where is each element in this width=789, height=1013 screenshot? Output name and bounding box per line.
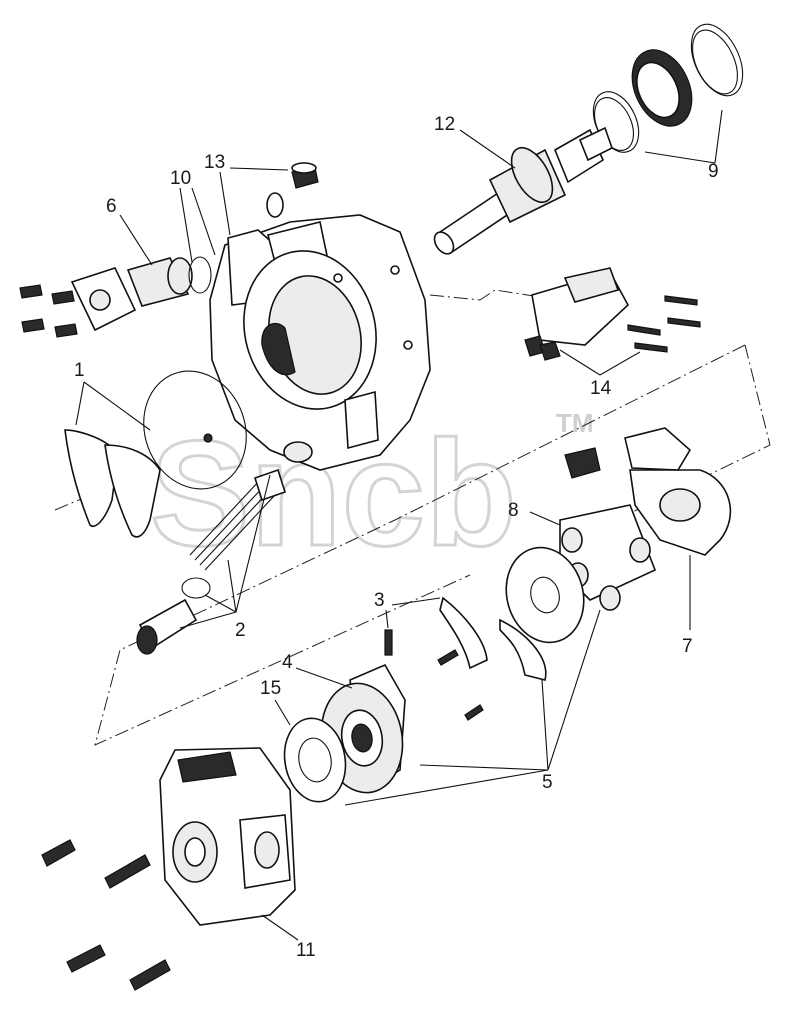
callout-9: 9 xyxy=(708,161,719,182)
callout-14: 14 xyxy=(590,378,612,399)
callout-15: 15 xyxy=(260,678,281,699)
watermark-trademark: TM xyxy=(556,408,594,438)
part-14-valve-block xyxy=(524,267,701,361)
callout-labels: 1 2 3 4 5 6 7 8 9 10 11 12 13 14 15 xyxy=(74,114,719,961)
part-7-swash-plate xyxy=(564,427,732,556)
part-9-seal-and-rings xyxy=(592,23,744,153)
callout-3: 3 xyxy=(374,590,385,611)
part-3-slipper-plate xyxy=(384,596,488,721)
part-2-spring-piston xyxy=(136,468,286,655)
part-8-pistons xyxy=(559,504,657,611)
callout-2: 2 xyxy=(235,620,246,641)
part-11-end-cover xyxy=(41,747,296,991)
part-13-plug xyxy=(291,162,319,189)
part-5-plates xyxy=(499,546,585,681)
part-12-drive-shaft xyxy=(433,126,613,255)
leader-lines xyxy=(75,109,723,941)
callout-8: 8 xyxy=(508,500,519,521)
callout-13: 13 xyxy=(204,152,225,173)
callout-12: 12 xyxy=(434,114,455,135)
part-1-bearing-shells xyxy=(64,370,247,538)
callout-5: 5 xyxy=(542,772,553,793)
pump-housing xyxy=(209,192,431,471)
callout-6: 6 xyxy=(106,196,117,217)
callout-11: 11 xyxy=(296,940,316,961)
part-15-valve-plate xyxy=(283,717,347,803)
callout-1: 1 xyxy=(74,360,85,381)
callout-7: 7 xyxy=(682,636,693,657)
callout-10: 10 xyxy=(170,168,191,189)
part-6-cover xyxy=(19,256,212,338)
callout-4: 4 xyxy=(282,652,293,673)
